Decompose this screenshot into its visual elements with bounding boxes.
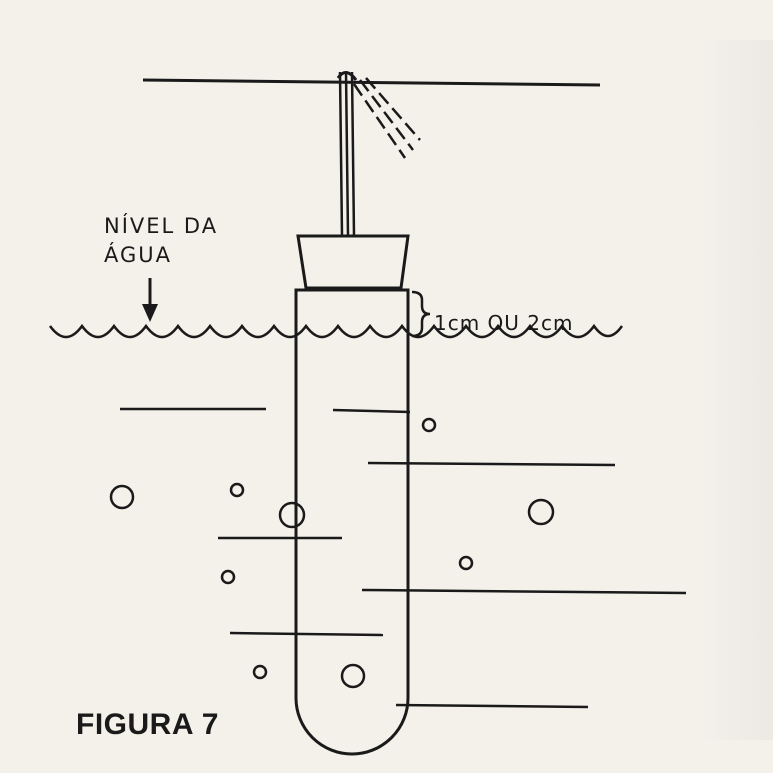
water-level-label-line2: ÁGUA [104, 243, 173, 267]
water-surface [48, 323, 624, 339]
suspension-wires [336, 71, 358, 237]
down-arrow-icon [142, 278, 158, 322]
curly-brace-icon [411, 290, 431, 338]
water-lines [120, 407, 687, 709]
figure-caption: FIGURA 7 [76, 708, 219, 741]
gap-measure-label: 1cm OU 2cm [434, 311, 574, 335]
rubber-stopper [296, 234, 410, 290]
dashed-wires [352, 77, 421, 159]
test-tube [294, 288, 410, 756]
bubbles [109, 417, 555, 689]
water-level-label-line1: NÍVEL DA [104, 214, 219, 238]
page-bleed-shadow [700, 40, 773, 740]
